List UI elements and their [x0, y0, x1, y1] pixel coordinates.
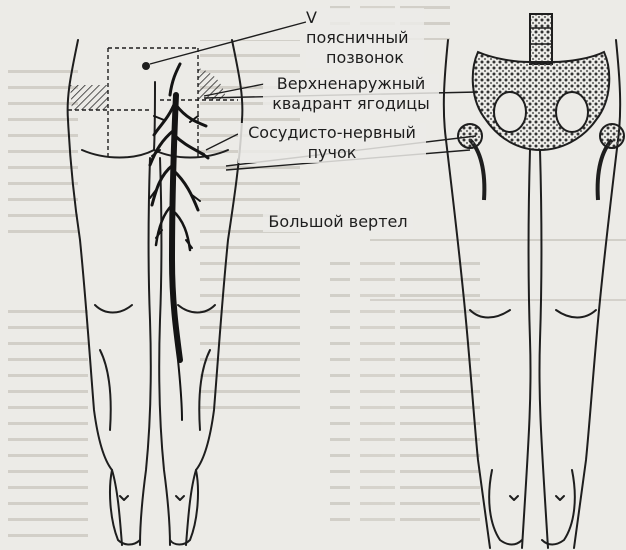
label-neurovascular-bundle-line1: Сосудисто-нервный — [238, 123, 426, 143]
vertebra-marker — [142, 62, 150, 70]
label-neurovascular-bundle: Сосудисто-нервный пучок — [238, 123, 426, 163]
label-upper-outer-quadrant-line2: квадрант ягодицы — [263, 94, 439, 114]
label-upper-outer-quadrant-line1: Верхненаружный — [263, 74, 439, 94]
label-lumbar-vertebra: V поясничный позвонок — [306, 8, 424, 68]
label-upper-outer-quadrant: Верхненаружный квадрант ягодицы — [263, 74, 439, 114]
label-neurovascular-bundle-line2: пучок — [238, 143, 426, 163]
label-greater-trochanter-text: Большой вертел — [263, 212, 413, 232]
label-lumbar-vertebra-line1: V поясничный — [306, 8, 424, 48]
label-lumbar-vertebra-line2: позвонок — [306, 48, 424, 68]
label-greater-trochanter: Большой вертел — [263, 212, 413, 232]
